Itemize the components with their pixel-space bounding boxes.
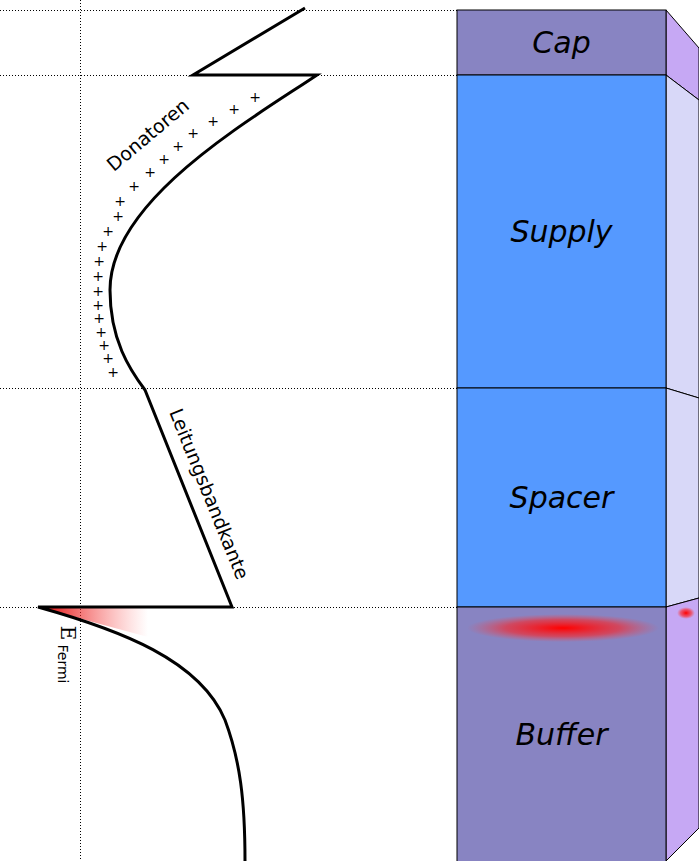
layer-name: Cap — [532, 25, 590, 60]
supply-layer — [457, 75, 666, 388]
spacer-layer — [457, 388, 666, 607]
cap-layer — [457, 10, 666, 75]
band-edge-curve — [38, 8, 317, 861]
donor-charge: + — [128, 179, 140, 193]
donor-charge: + — [95, 325, 107, 339]
donor-charge: + — [96, 239, 108, 253]
fermi-subscript: Fermi — [56, 645, 70, 684]
layer-band: Buffer — [457, 607, 666, 861]
fermi-symbol: E — [58, 626, 78, 641]
spacer-side — [666, 388, 699, 607]
band-edge-label: Leitungsbandkante — [166, 406, 252, 582]
donor-charge: + — [144, 165, 156, 179]
donor-charge: + — [114, 194, 126, 208]
donor-charge: + — [172, 139, 184, 153]
donor-charge: + — [98, 338, 110, 352]
donor-charge: + — [102, 224, 114, 238]
layer-band: Supply — [457, 75, 666, 388]
donor-charge: + — [187, 126, 199, 140]
donor-charge: + — [107, 365, 119, 379]
layer-name: Spacer — [510, 480, 614, 515]
donor-charge: + — [158, 152, 170, 166]
donor-charge: + — [92, 284, 104, 298]
layer-name: Buffer — [515, 717, 607, 752]
supply-side — [666, 75, 699, 398]
layer-name: Supply — [510, 214, 612, 249]
buffer-layer — [457, 607, 666, 861]
layer-band: Cap — [457, 10, 666, 75]
donor-charge: + — [93, 254, 105, 268]
buffer-side — [666, 598, 699, 861]
donor-charge: + — [93, 311, 105, 325]
donor-label: Donatoren — [104, 96, 193, 175]
donor-charge: + — [92, 298, 104, 312]
donor-charge: + — [228, 102, 240, 116]
electron-gas — [467, 614, 659, 642]
donor-charge: + — [112, 209, 124, 223]
electron-gas-side — [677, 607, 695, 619]
donor-charge: + — [207, 114, 219, 128]
guide-lines — [0, 0, 457, 861]
layer-band: Spacer — [457, 388, 666, 607]
donor-charge: + — [92, 269, 104, 283]
donor-charge: + — [102, 351, 114, 365]
donor-charge: + — [249, 90, 261, 104]
